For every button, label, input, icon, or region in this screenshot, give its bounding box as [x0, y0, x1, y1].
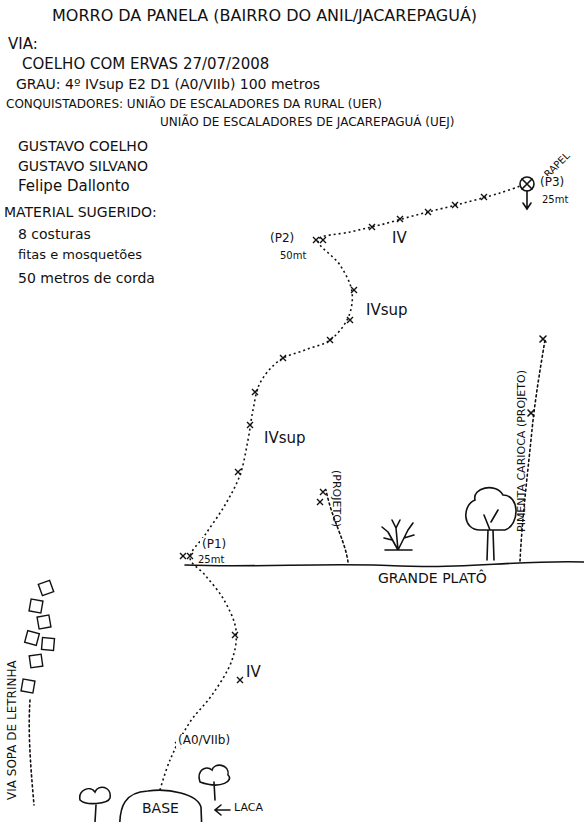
gear-item: 8 costuras	[18, 226, 91, 242]
grade: GRAU: 4º IVsup E2 D1 (A0/VIIb) 100 metro…	[16, 76, 320, 92]
boulder	[25, 631, 40, 646]
bolt	[425, 209, 431, 215]
bolt	[237, 677, 243, 683]
route-group	[160, 186, 520, 790]
boulder	[38, 580, 53, 595]
tree	[466, 488, 516, 560]
grade-label: IV	[244, 664, 263, 681]
route-name: COELHO COM ERVAS 27/07/2008	[22, 56, 269, 73]
laca-arrow	[215, 805, 230, 815]
gear-item: fitas e mosquetões	[18, 248, 142, 263]
grade-label: IVsup	[262, 430, 308, 447]
bolt	[235, 469, 241, 475]
rappel-anchor	[522, 179, 532, 189]
pitch-length: 25mt	[198, 554, 224, 566]
grade-label: (A0/VIIb)	[176, 734, 232, 748]
climber-name: GUSTAVO SILVANO	[18, 158, 148, 174]
bolt	[247, 422, 253, 428]
bolt	[347, 317, 353, 323]
boulder	[41, 637, 54, 650]
boulder	[29, 654, 43, 668]
bolt	[187, 553, 193, 559]
boulder-stack	[21, 580, 54, 693]
bolt	[280, 355, 286, 361]
neighbor-route	[29, 700, 34, 805]
belay-label: (P3)	[538, 176, 566, 190]
bush	[80, 787, 110, 822]
plato-line	[185, 562, 584, 567]
belay-label: (P2)	[268, 232, 296, 246]
bolt	[317, 499, 323, 505]
climber-name: Felipe Dallonto	[18, 178, 130, 195]
gear-item: 50 metros de corda	[18, 270, 155, 286]
boulder	[21, 679, 35, 693]
bolt	[232, 632, 238, 638]
bolt	[252, 389, 258, 395]
grade-label: IVsup	[364, 302, 410, 319]
bush	[382, 520, 414, 550]
project-label: (PROJETO)	[329, 470, 342, 527]
bolt	[369, 224, 375, 230]
bolt	[180, 553, 186, 559]
tree	[199, 765, 229, 800]
boulder	[37, 615, 51, 629]
bolt	[481, 194, 487, 200]
bolt	[397, 216, 403, 222]
bolt	[351, 287, 357, 293]
first-ascent: CONQUISTADORES: UNIÃO DE ESCALADORES DA …	[6, 98, 382, 112]
bolt	[528, 336, 546, 416]
bolt	[452, 202, 458, 208]
ledge-label: GRANDE PLATÔ	[378, 570, 487, 586]
first-ascent: UNIÃO DE ESCALADORES DE JACAREPAGUÁ (UEJ…	[160, 116, 455, 130]
climber-name: GUSTAVO COELHO	[18, 138, 148, 154]
route-line	[160, 186, 520, 790]
rappel-anchor	[520, 177, 534, 191]
via-heading: VIA:	[8, 36, 38, 53]
pitch-length: 25mt	[542, 194, 568, 206]
neighbor-route-label: PIMENTA CARIOCA (PROJETO)	[516, 370, 529, 532]
boulder	[29, 599, 43, 613]
pitch-length: 50mt	[280, 250, 306, 262]
bolt	[313, 237, 319, 243]
belay-label: (P1)	[200, 538, 228, 552]
rappel-arrow	[523, 191, 531, 209]
gear-heading: MATERIAL SUGERIDO:	[4, 204, 157, 220]
base-label: BASE	[118, 788, 203, 822]
grade-label: IV	[390, 230, 409, 247]
bolt	[320, 237, 326, 243]
bolt	[320, 489, 326, 495]
feature-label: LACA	[234, 802, 263, 815]
base-rock: BASE	[118, 788, 203, 822]
neighbor-route-label: VIA SOPA DE LETRINHA	[6, 660, 20, 800]
title: MORRO DA PANELA (BAIRRO DO ANIL/JACAREPA…	[52, 6, 477, 25]
bolt	[327, 337, 333, 343]
